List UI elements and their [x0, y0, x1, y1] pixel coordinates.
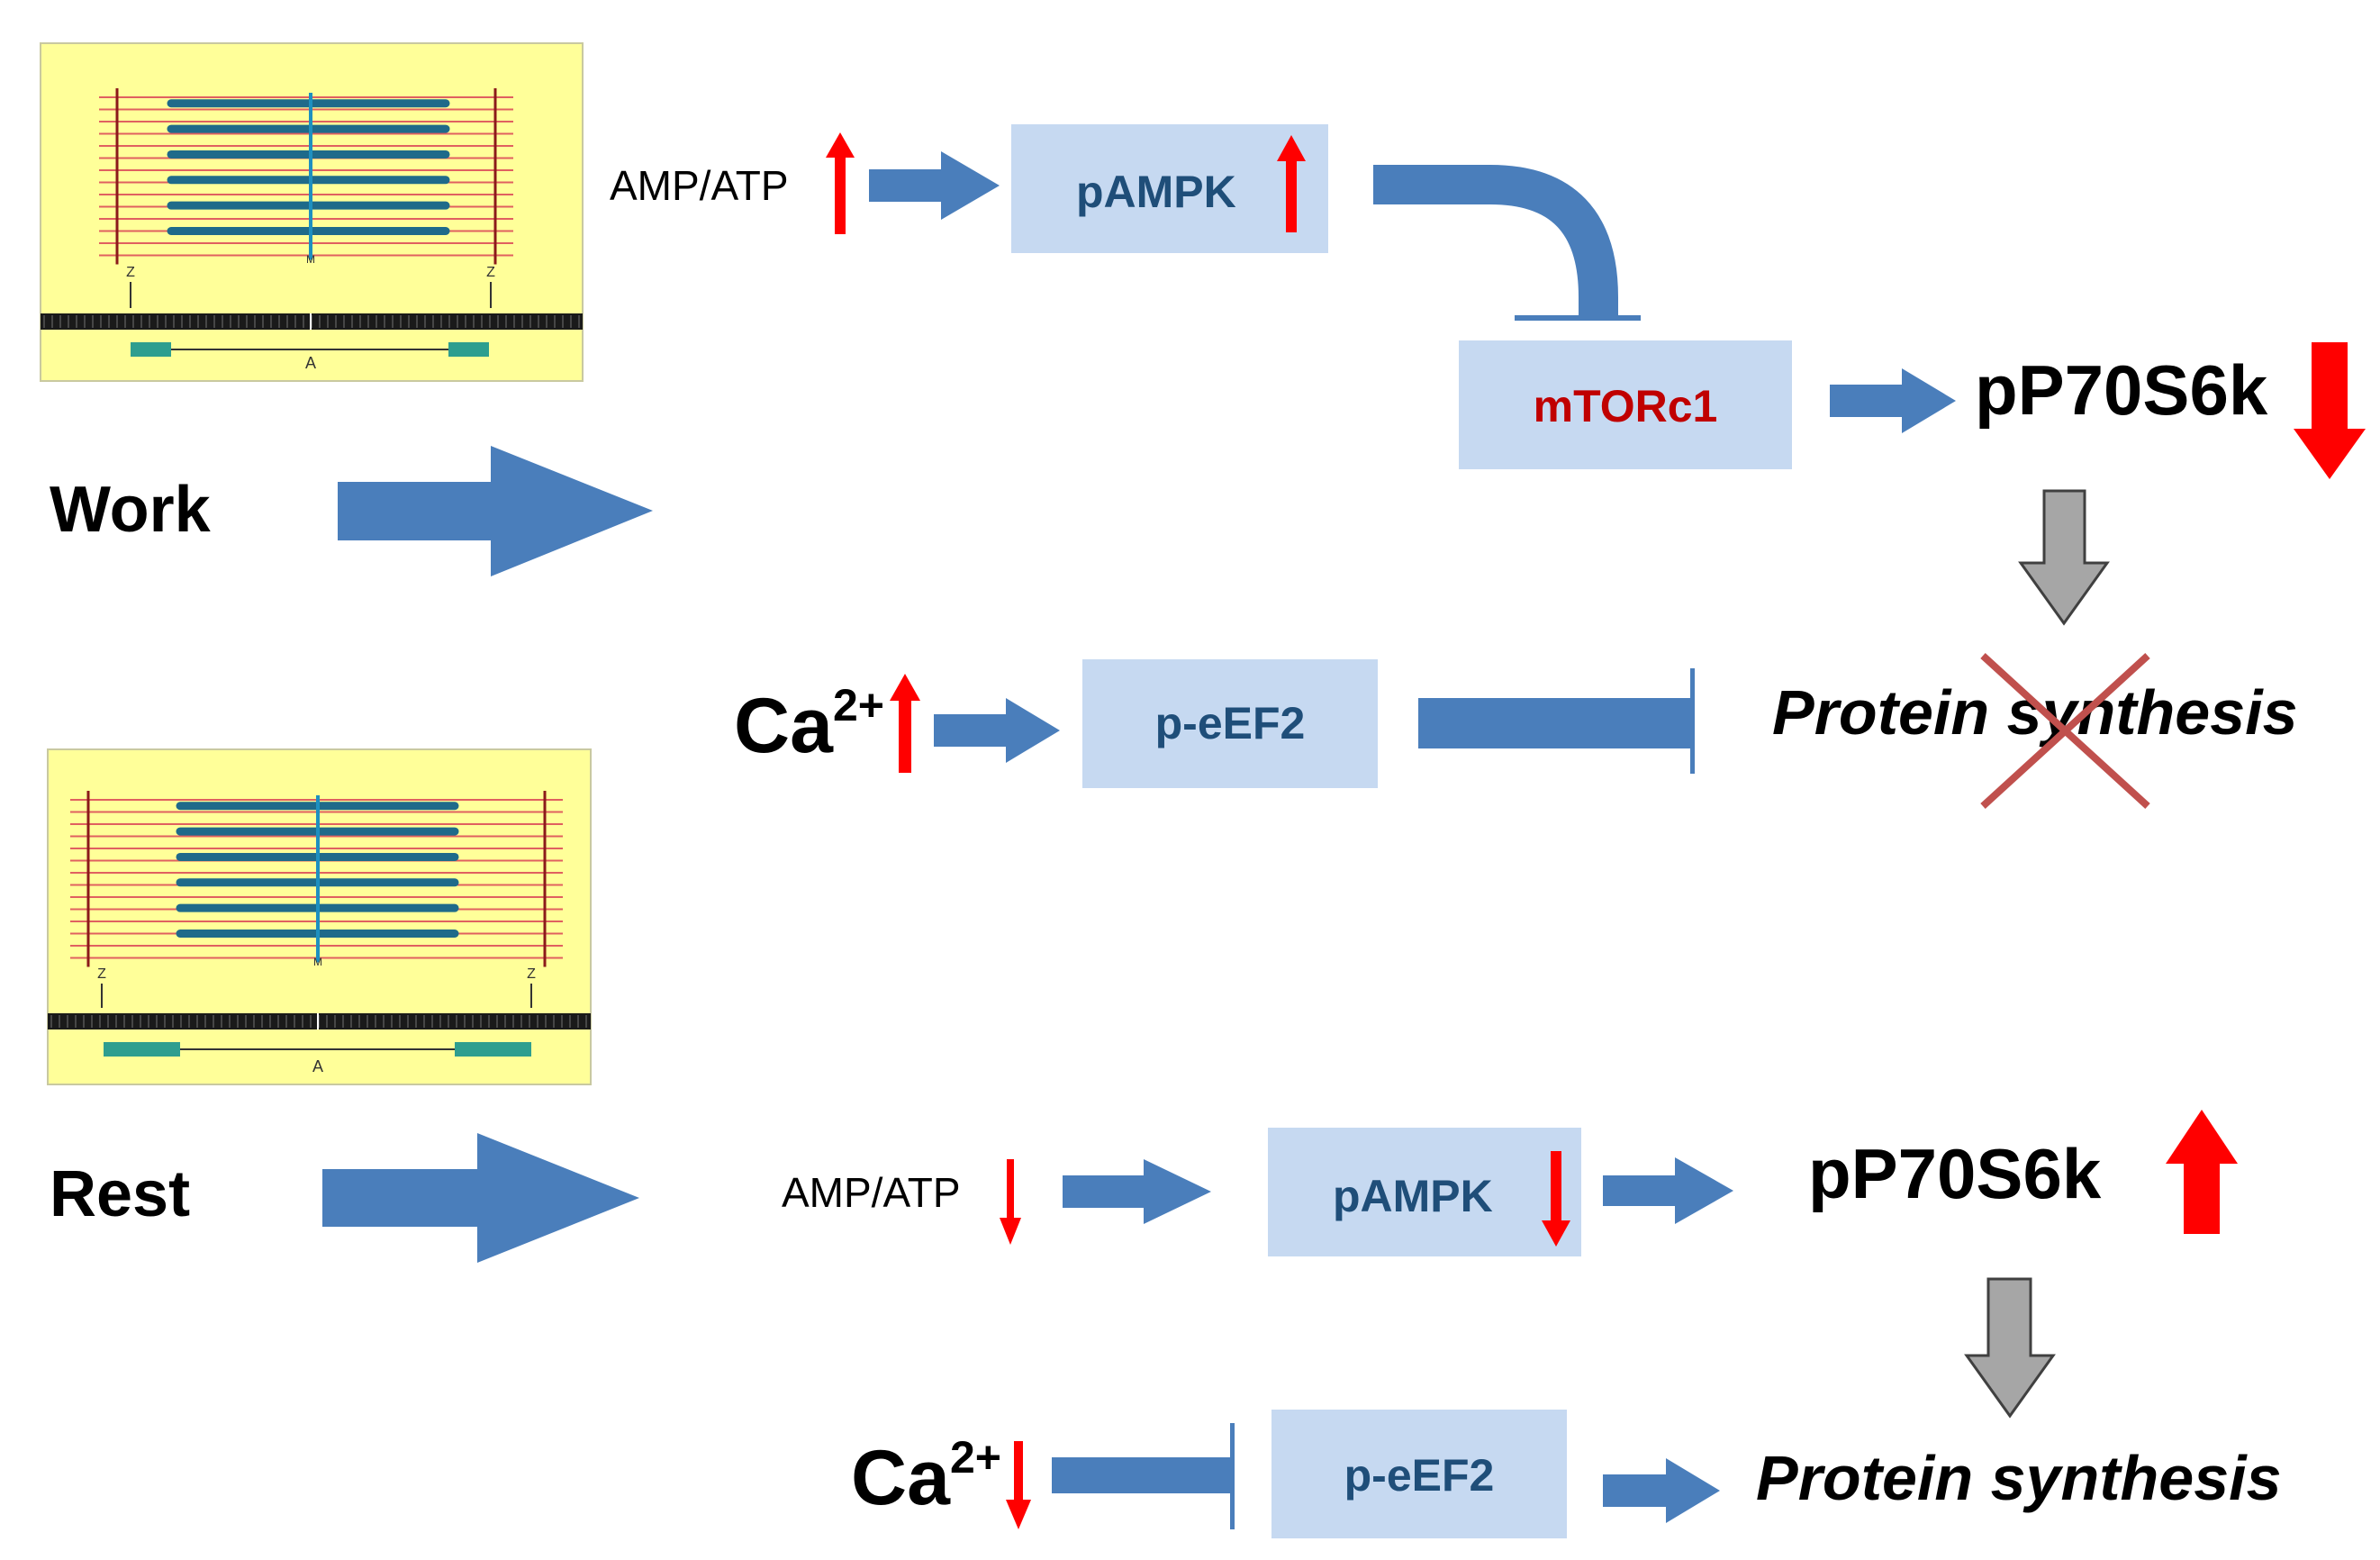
m-label-rest: M — [313, 956, 322, 968]
teal-block — [455, 1042, 531, 1057]
work-amp-atp-up-arrow — [826, 132, 855, 234]
sarcomere-work-panel: Z Z M A — [40, 42, 584, 382]
work-peef2-box — [1082, 659, 1378, 788]
work-ca-base: Ca — [734, 683, 834, 769]
work-pp70s6k-down-arrow — [2294, 342, 2366, 479]
work-amp-atp-label: AMP/ATP — [610, 162, 789, 209]
work-ca-label: Ca2+ — [734, 680, 884, 769]
a-label-rest: A — [312, 1057, 323, 1075]
rest-arrow-pampk-to-pp70s6k — [1603, 1157, 1733, 1224]
z-label-left-work: Z — [126, 265, 135, 280]
rest-arrow-peef2-to-protein — [1603, 1458, 1720, 1523]
sarcomere-rest-ticks — [50, 1013, 587, 1029]
rest-gray-down-arrow — [1964, 1277, 2056, 1419]
rest-big-arrow — [322, 1133, 639, 1263]
rest-protein-synthesis-label: Protein synthesis — [1756, 1443, 2282, 1513]
rest-amp-atp-down-arrow — [1000, 1159, 1021, 1245]
work-peef2-inhibits-bar — [1418, 698, 1693, 748]
work-arrow-amp-to-pampk — [869, 151, 1000, 220]
sarcomere-work-filaments — [99, 88, 513, 357]
sarcomere-rest-filaments — [70, 791, 563, 1057]
work-gray-down-arrow — [2018, 489, 2110, 626]
work-arrow-ca-to-peef2 — [934, 698, 1060, 763]
work-blocked-cross — [1980, 653, 2150, 809]
rest-pampk-label: pAMPK — [1333, 1171, 1493, 1221]
rest-peef2-box — [1271, 1410, 1567, 1538]
rest-pampk-box — [1268, 1128, 1581, 1256]
work-pampk-inhibits-mtorc1 — [1373, 165, 1618, 318]
teal-block — [104, 1042, 180, 1057]
work-peef2-label: p-eEF2 — [1155, 698, 1306, 748]
work-arrow-mtorc1-to-pp70s6k — [1830, 368, 1956, 433]
rest-inhibition-tbar — [1230, 1423, 1235, 1529]
work-pp70s6k-label: pP70S6k — [1975, 350, 2268, 430]
work-ca-sup: 2+ — [833, 680, 884, 730]
rest-arrow-amp-to-pampk — [1063, 1159, 1211, 1224]
rest-amp-atp-label: AMP/ATP — [782, 1169, 961, 1216]
rest-ca-label: Ca2+ — [851, 1432, 1001, 1521]
rest-pp70s6k-label: pP70S6k — [1808, 1134, 2102, 1213]
z-label-left-rest: Z — [97, 966, 106, 982]
work-mtorc1-box — [1459, 340, 1792, 469]
rest-peef2-label: p-eEF2 — [1344, 1450, 1495, 1501]
work-mtorc1-label: mTORc1 — [1534, 381, 1718, 431]
a-label-work: A — [305, 354, 316, 372]
rest-pampk-down-arrow — [1542, 1151, 1570, 1247]
rest-ca-base: Ca — [851, 1435, 951, 1521]
z-label-right-rest: Z — [527, 966, 536, 982]
z-label-right-work: Z — [486, 265, 495, 280]
work-ca-up-arrow — [890, 674, 920, 773]
rest-ca-down-arrow — [1006, 1441, 1031, 1529]
teal-block — [448, 342, 489, 357]
sarcomere-work-ticks — [43, 313, 580, 330]
m-label-work: M — [306, 253, 315, 266]
work-label: Work — [50, 474, 212, 546]
work-big-arrow — [338, 446, 653, 576]
teal-block — [131, 342, 171, 357]
rest-ca-sup: 2+ — [950, 1432, 1001, 1483]
rest-pp70s6k-up-arrow — [2166, 1110, 2238, 1234]
work-pampk-label: pAMPK — [1076, 167, 1236, 217]
work-pampk-up-arrow — [1277, 135, 1306, 232]
work-inhibition-bar — [1515, 315, 1641, 321]
work-pampk-box — [1011, 124, 1328, 253]
work-inhibition-tbar — [1690, 668, 1695, 774]
rest-label: Rest — [50, 1158, 190, 1230]
sarcomere-rest-panel: Z Z M A — [47, 748, 592, 1085]
rest-ca-inhibits-bar — [1052, 1457, 1232, 1493]
work-protein-synthesis-label: Protein synthesis — [1772, 677, 2298, 748]
